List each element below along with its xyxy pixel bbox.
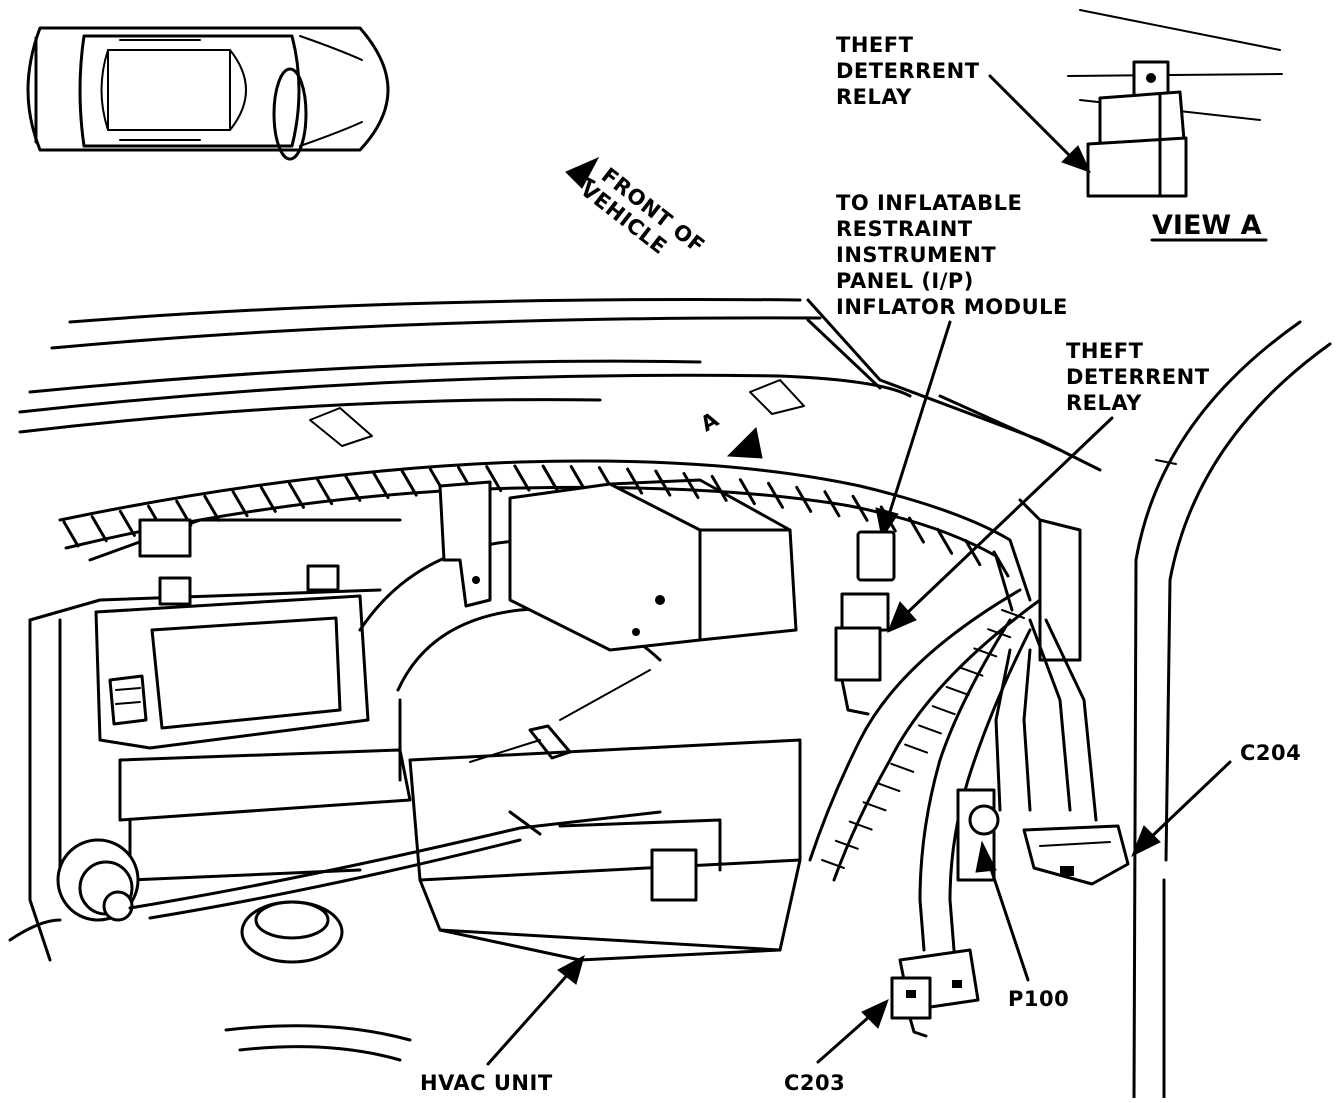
harness-wrap-tick xyxy=(316,478,334,506)
p100-leader xyxy=(975,840,1030,982)
vehicle-locator-icon xyxy=(26,26,390,161)
branch-wrap-tick xyxy=(848,820,873,831)
theft-relay-top-leader xyxy=(988,74,1091,173)
front-of-vehicle-label: FRONT OF VEHICLE xyxy=(576,163,709,259)
main-wiring-harness xyxy=(58,459,1032,612)
harness-wrap-tick xyxy=(118,509,136,537)
branch-wrap-tick xyxy=(1001,609,1025,619)
c203-label: C203 xyxy=(784,1071,845,1095)
theft-relay-right-line-3: RELAY xyxy=(1066,391,1142,415)
harness-wrap-tick xyxy=(541,464,559,492)
branch-wrap-tick xyxy=(959,666,984,677)
front-of-vehicle-arrow-icon xyxy=(565,156,600,189)
inflatable-restraint-line-5: INFLATOR MODULE xyxy=(836,295,1068,319)
harness-wrap-tick xyxy=(344,474,362,502)
harness-wrap-tick xyxy=(879,505,897,533)
harness-wrap-tick xyxy=(485,465,503,493)
inflatable-restraint-line-4: PANEL (I/P) xyxy=(836,269,974,293)
p100-label: P100 xyxy=(1008,987,1069,1011)
c203-connector xyxy=(890,948,980,1038)
theft-relay-right-line-2: DETERRENT xyxy=(1066,365,1210,389)
harness-wrap-tick xyxy=(738,478,756,506)
hvac-unit-label: HVAC UNIT xyxy=(420,1071,553,1095)
theft-relay-top-line-3: RELAY xyxy=(836,85,912,109)
harness-wrap-tick xyxy=(795,485,813,513)
harness-wrap-tick xyxy=(400,469,418,497)
inflatable-restraint-line-3: INSTRUMENT xyxy=(836,243,996,267)
branch-wrap-tick xyxy=(862,801,887,812)
branch-wrap-tick xyxy=(890,762,915,773)
relay-connector-cluster xyxy=(834,498,1082,716)
instrument-panel-outline xyxy=(18,297,1102,472)
c204-label: C204 xyxy=(1240,741,1301,765)
branch-wrap-tick xyxy=(987,628,1012,639)
c204-connector xyxy=(1022,824,1130,886)
harness-wrap-tick xyxy=(964,539,982,567)
harness-wrap-tick xyxy=(287,481,305,509)
harness-wrap-tick xyxy=(259,485,277,513)
theft-relay-top-line-1: THEFT xyxy=(836,33,914,57)
inflatable-restraint-line-2: RESTRAINT xyxy=(836,217,973,241)
harness-wrap-tick xyxy=(372,472,390,500)
hvac-case xyxy=(408,478,802,962)
harness-wrap-tick xyxy=(710,474,728,502)
harness-wrap-tick xyxy=(62,520,80,548)
theft-relay-right-line-1: THEFT xyxy=(1066,339,1144,363)
harness-wrap-tick xyxy=(907,516,925,544)
harness-wrap-tick xyxy=(626,467,644,495)
view-a-relay-detail xyxy=(1067,9,1283,198)
lower-trim-lines xyxy=(8,918,412,1062)
hvac-unit-leader xyxy=(486,954,585,1066)
branch-wrap-tick xyxy=(876,782,901,793)
harness-wrap-tick xyxy=(513,464,531,492)
harness-wrap-tick xyxy=(992,550,1010,578)
view-a-title: VIEW A xyxy=(1152,210,1262,241)
theft-relay-top-line-2: DETERRENT xyxy=(836,59,980,83)
branch-wrap-tick xyxy=(931,705,956,716)
theft-relay-right-label: THEFT DETERRENT RELAY xyxy=(1066,339,1210,415)
instrument-panel-body xyxy=(28,518,412,962)
branch-wrap-tick xyxy=(821,859,845,869)
branch-wrap-tick xyxy=(834,839,859,850)
branch-wrap-tick xyxy=(904,743,929,754)
harness-wrap-tick xyxy=(203,494,221,522)
view-a-marker-label: A xyxy=(697,407,724,436)
view-a-marker: A xyxy=(697,407,763,459)
inflatable-restraint-label: TO INFLATABLE RESTRAINT INSTRUMENT PANEL… xyxy=(836,191,1068,319)
harness-wrap-tick xyxy=(851,494,869,522)
harness-wrap-tick xyxy=(231,490,249,518)
harness-wrap-tick xyxy=(90,515,108,543)
harness-wrap-tick xyxy=(823,490,841,518)
branch-wrap-tick xyxy=(973,647,998,658)
a-pillar-outline xyxy=(1132,320,1332,1100)
inflatable-restraint-leader xyxy=(875,320,952,540)
theft-relay-top-label: THEFT DETERRENT RELAY xyxy=(836,33,980,109)
inflatable-restraint-line-1: TO INFLATABLE xyxy=(836,191,1022,215)
c203-leader xyxy=(816,999,889,1064)
lower-harness-branches xyxy=(808,588,1098,952)
branch-wrap-tick xyxy=(917,724,942,735)
harness-wrap-tick xyxy=(682,472,700,500)
vacuum-actuators xyxy=(56,810,722,964)
branch-wrap-tick xyxy=(945,685,970,696)
harness-wrap-tick xyxy=(936,527,954,555)
harness-wrap-tick xyxy=(767,481,785,509)
c204-leader xyxy=(1131,760,1232,858)
theft-relay-right-leader xyxy=(887,416,1114,633)
